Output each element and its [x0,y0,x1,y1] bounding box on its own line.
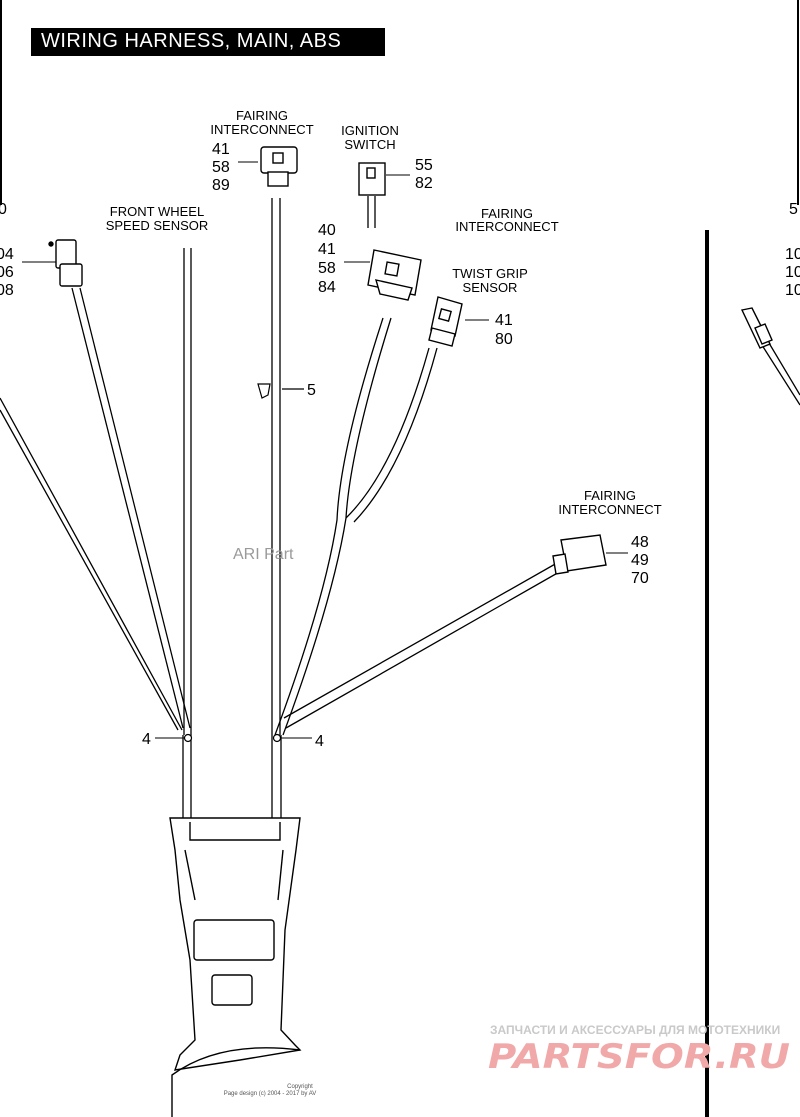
connector-front-wheel-speed-sensor [22,239,83,287]
callout-clip: 5 [307,382,316,399]
num-left-edge-3: 08 [0,282,14,299]
label-ignition-switch-line1: IGNITION [341,123,399,138]
connector-right-edge [740,307,773,349]
connector-twist-grip-sensor [428,296,489,347]
label-front-wheel-speed-sensor-line1: FRONT WHEEL [110,204,204,219]
num-fairing-mid-2: 58 [318,260,336,277]
label-twist-grip-sensor-line2: SENSOR [463,280,518,295]
num-left-edge-0: 0 [0,201,7,218]
num-right-edge-1: 10 [785,246,800,263]
num-ignition-1: 82 [415,175,433,192]
num-left-edge-2: 06 [0,264,14,281]
num-twist-grip-0: 41 [495,312,513,329]
num-right-edge-2: 10 [785,264,800,281]
label-fairing-interconnect-mid-line2: INTERCONNECT [455,219,558,234]
label-fairing-interconnect-right-line2: INTERCONNECT [558,502,661,517]
connector-fairing-interconnect-mid [344,249,422,301]
label-front-wheel-speed-sensor-line2: SPEED SENSOR [106,218,209,233]
harness-wires [0,196,800,820]
labels: FAIRING INTERCONNECT 41 58 89 IGNITION S… [0,108,800,1097]
fastener-left [155,733,193,743]
copyright-line1: Copyright [287,1084,313,1090]
label-twist-grip-sensor-line1: TWIST GRIP [452,266,528,281]
label-fairing-interconnect-top-line1: FAIRING [236,108,288,123]
copyright-line2: Page design (c) 2004 - 2017 by AV [224,1091,317,1097]
diagram-title: WIRING HARNESS, MAIN, ABS [41,30,342,52]
num-fairing-top-1: 58 [212,159,230,176]
label-fairing-interconnect-right-line1: FAIRING [584,488,636,503]
connector-ignition-switch [358,162,410,196]
callout-fastener-left: 4 [142,731,151,748]
fastener-right [272,733,312,743]
label-fairing-interconnect-mid-line1: FAIRING [481,206,533,221]
num-fairing-right-1: 49 [631,552,649,569]
connector-fairing-interconnect-top [238,146,298,187]
abs-module-housing [169,817,302,1117]
num-twist-grip-1: 80 [495,331,513,348]
num-fairing-mid-3: 84 [318,279,336,296]
title-banner [31,28,385,56]
num-fairing-right-2: 70 [631,570,649,587]
callout-fastener-right: 4 [315,733,324,750]
label-fairing-interconnect-top-line2: INTERCONNECT [210,122,313,137]
num-ignition-0: 55 [415,157,433,174]
brand-logo-text: PARTSFOR.RU [488,1037,790,1077]
num-fairing-mid-0: 40 [318,222,336,239]
label-ignition-switch-line2: SWITCH [344,137,395,152]
num-right-edge-0: 5 [789,201,798,218]
num-fairing-top-0: 41 [212,141,230,158]
brand-tagline: ЗАПЧАСТИ И АКСЕССУАРЫ ДЛЯ МОТОТЕХНИКИ [490,1023,780,1037]
num-right-edge-3: 10 [785,282,800,299]
watermark-text: ARI Part [233,546,294,563]
num-fairing-right-0: 48 [631,534,649,551]
num-fairing-mid-1: 41 [318,241,336,258]
wire-clip [257,383,304,399]
connector-fairing-interconnect-right [552,534,628,575]
num-fairing-top-2: 89 [212,177,230,194]
num-left-edge-1: 04 [0,246,14,263]
